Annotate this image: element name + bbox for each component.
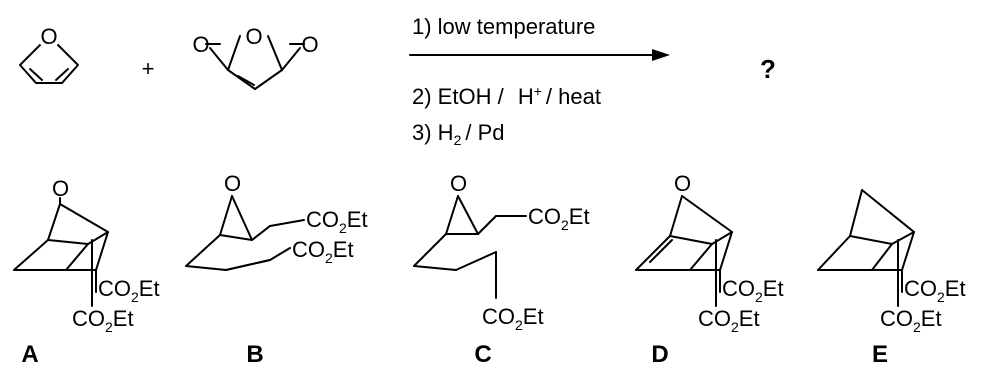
label-E: E — [872, 341, 888, 368]
step-2: 2) EtOH / H+/ heat — [412, 83, 601, 109]
svg-text:CO2Et: CO2Et — [698, 306, 760, 335]
svg-text:CO2Et: CO2Et — [98, 276, 160, 305]
structure-E: CO2Et CO2Et — [817, 189, 966, 335]
atom-O: O — [40, 24, 57, 49]
maleic-anhydride-structure: O O O — [192, 24, 319, 90]
svg-text:CO2Et: CO2Et — [528, 204, 590, 233]
bridge-oxygen-A: O — [52, 176, 69, 201]
bridge-oxygen-B: O — [224, 171, 241, 196]
svg-text:CO2Et: CO2Et — [292, 237, 354, 266]
svg-text:CO2Et: CO2Et — [880, 306, 942, 335]
structure-A: O CO2Et CO2Et — [13, 176, 160, 335]
label-B: B — [246, 341, 263, 368]
step-3: 3) H2/ Pd — [412, 120, 505, 148]
svg-text:CO2Et: CO2Et — [306, 207, 368, 236]
structure-D: O CO2Et CO2Et — [635, 171, 784, 335]
ring-oxygen: O — [245, 24, 262, 49]
bridge-oxygen-D: O — [674, 171, 691, 196]
step-1: 1) low temperature — [412, 14, 595, 39]
svg-text:CO2Et: CO2Et — [722, 276, 784, 305]
furan-structure: O — [19, 24, 79, 84]
structure-C: O CO2Et CO2Et — [413, 171, 590, 333]
svg-text:CO2Et: CO2Et — [904, 276, 966, 305]
plus-sign: + — [142, 56, 155, 81]
bridge-oxygen-C: O — [450, 171, 467, 196]
carbonyl-oxygen-left: O — [192, 32, 209, 57]
structure-B: O CO2Et CO2Et — [185, 171, 368, 271]
label-C: C — [474, 341, 491, 368]
svg-text:CO2Et: CO2Et — [72, 306, 134, 335]
question-mark: ? — [760, 54, 776, 84]
carbonyl-oxygen-right: O — [301, 32, 318, 57]
svg-text:CO2Et: CO2Et — [482, 304, 544, 333]
arrowhead-icon — [652, 49, 670, 61]
label-A: A — [21, 341, 38, 368]
label-D: D — [651, 341, 668, 368]
